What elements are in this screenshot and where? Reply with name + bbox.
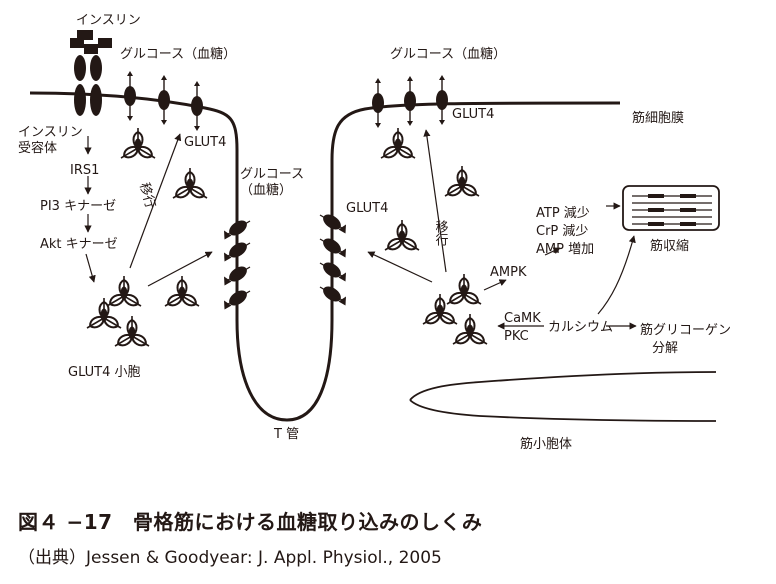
t-tubule-glut4-icon xyxy=(219,262,251,287)
translocation-right-label: 移行 xyxy=(433,220,449,247)
glut4-transporter-icon xyxy=(123,70,137,122)
glut4-top-right-label: GLUT4 xyxy=(452,107,494,122)
insulin-label: インスリン xyxy=(76,13,141,28)
muscle-membrane-label: 筋細胞膜 xyxy=(632,110,684,126)
ampk-label: AMPK xyxy=(490,265,527,280)
glucose-uptake-diagram: インスリン グルコース（血糖） グルコース（血糖） GLUT4 GLUT4 GL… xyxy=(18,13,731,452)
glut4-top-left-label: GLUT4 xyxy=(184,135,226,150)
glucose-blood-left-label: グルコース（血糖） xyxy=(120,46,236,62)
pathway-arrows xyxy=(84,129,637,330)
pkc-label: PKC xyxy=(504,329,529,344)
t-tubule-glut4-icon xyxy=(319,282,351,307)
glut4-vesicle-label: GLUT4 小胞 xyxy=(68,365,141,380)
glut4-vesicle-icon xyxy=(452,313,488,347)
glut4-transporter-icon xyxy=(157,74,171,126)
t-tubule-glut4-icon xyxy=(319,234,351,259)
glycogenolysis-label-line2: 分解 xyxy=(652,341,678,356)
glut4-transporter-icon xyxy=(403,75,417,127)
t-tubule-glut4-icon xyxy=(219,216,251,241)
pi3-kinase-label: PI3 キナーゼ xyxy=(40,199,116,214)
amp-increase-label: AMP 増加 xyxy=(536,242,594,257)
crp-decrease-label: CrP 減少 xyxy=(536,223,588,239)
t-tubule-label: T 管 xyxy=(273,427,299,442)
translocation-left-label: 移行 xyxy=(136,181,157,210)
insulin-receptor-icon xyxy=(70,30,112,116)
insulin-receptor-label-line1: インスリン xyxy=(18,125,83,140)
akt-kinase-label: Akt キナーゼ xyxy=(40,237,118,252)
glut4-vesicle-icon xyxy=(106,275,142,309)
camk-label: CaMK xyxy=(504,311,541,326)
glut4-vesicle-icon xyxy=(384,219,420,253)
glucose-ttubule-label-line2: （血糖） xyxy=(240,182,292,198)
glut4-mid-right-label: GLUT4 xyxy=(346,201,388,216)
glut4-vesicle-icon xyxy=(120,127,156,161)
irs1-label: IRS1 xyxy=(70,163,99,178)
t-tubule-glut4-icon xyxy=(219,286,251,311)
glut4-vesicle-icon xyxy=(172,167,208,201)
calcium-label: カルシウム xyxy=(548,320,613,335)
figure-title: 図４ −17 骨格筋における血糖取り込みのしくみ xyxy=(18,510,483,534)
glut4-transporter-icon xyxy=(371,77,385,129)
figure-source: （出典）Jessen & Goodyear: J. Appl. Physiol.… xyxy=(18,548,442,568)
glut4-vesicle-icon xyxy=(444,165,480,199)
glycogenolysis-label-line1: 筋グリコーゲン xyxy=(640,322,731,338)
glut4-transporter-icon xyxy=(190,80,204,132)
sarcoplasmic-reticulum-shape xyxy=(409,371,717,422)
glut4-vesicle-icon xyxy=(114,315,150,349)
glut4-vesicle-icon xyxy=(164,275,200,309)
glucose-blood-right-label: グルコース（血糖） xyxy=(390,46,506,62)
glut4-transporter-icon xyxy=(435,74,449,126)
glucose-ttubule-label-line1: グルコース xyxy=(240,167,304,182)
insulin-receptor-label-line2: 受容体 xyxy=(18,140,57,156)
glut4-vesicle-icon xyxy=(380,127,416,161)
myofibril-icon xyxy=(622,185,720,231)
sarcoplasmic-reticulum-label: 筋小胞体 xyxy=(520,436,572,452)
atp-decrease-label: ATP 減少 xyxy=(536,205,590,221)
muscle-contraction-label: 筋収縮 xyxy=(650,238,689,254)
glut4-vesicle-icon xyxy=(446,273,482,307)
t-tubule-glut4-icon xyxy=(319,258,351,283)
t-tubule-glut4-icon xyxy=(219,238,251,263)
